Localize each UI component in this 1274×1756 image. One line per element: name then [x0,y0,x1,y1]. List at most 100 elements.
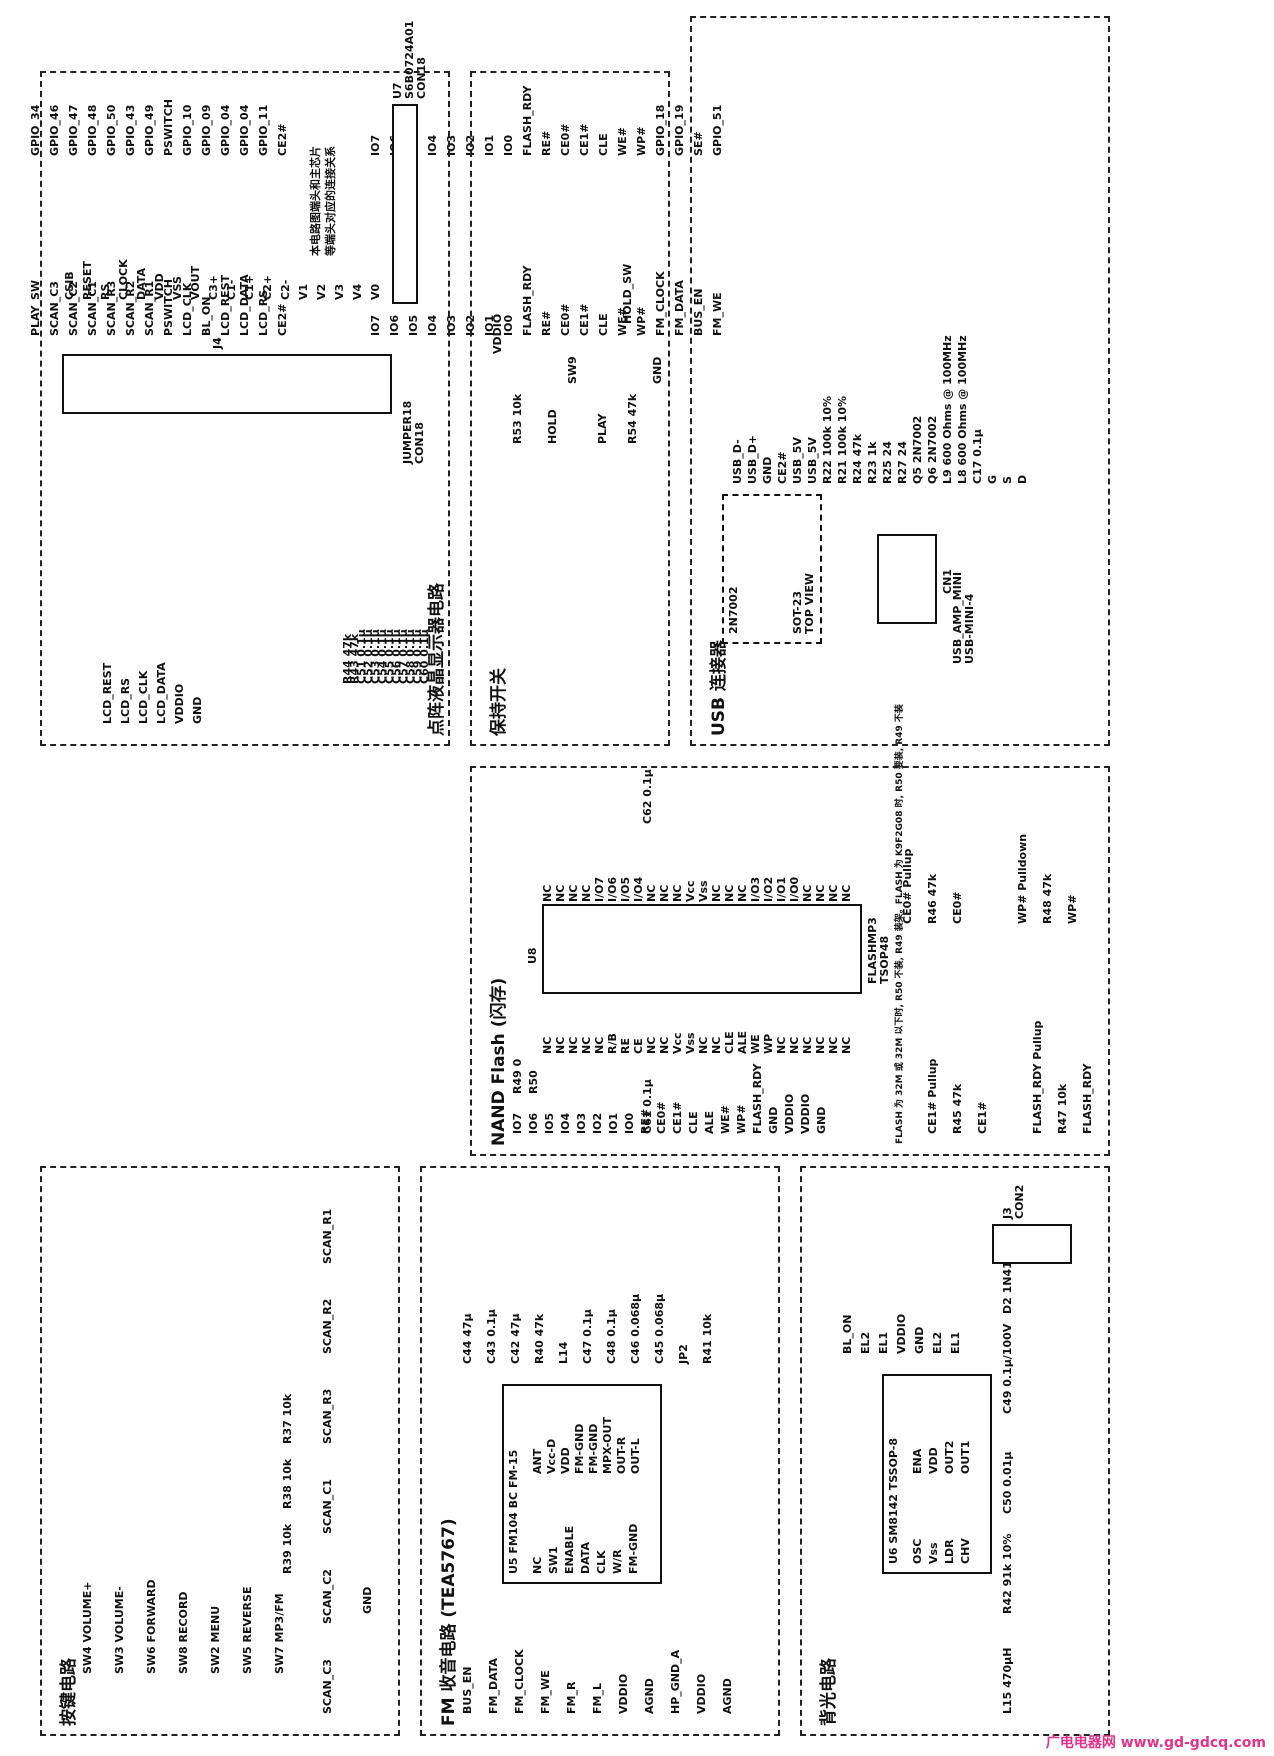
fm-right-pin: FM-GND [573,1423,586,1474]
backlight-signal: EL1 [877,1331,890,1354]
key-signal: SCAN_R1 [321,1208,334,1264]
nand-top-pin: NC [736,884,749,902]
lcd-pin-label: CLOCK [117,259,130,300]
nand-top-pin: NC [710,884,723,902]
usb-connector-pkg: USB-MINI-4 [963,593,976,664]
key-signal: SCAN_C2 [321,1569,334,1624]
hold-gnd: GND [651,356,664,384]
hold-label: HOLD [546,409,559,444]
key-switch: SW3 VOLUME- [113,1586,126,1674]
backlight-left-pin: OSC [911,1538,924,1564]
fm-part: C43 0.1μ [485,1309,498,1364]
fm-part: R40 47k [533,1313,546,1364]
nand-signal: CE0# [655,1101,668,1134]
nand-top-pin: NC [723,884,736,902]
fm-part: C47 0.1μ [581,1309,594,1364]
lcd-pin-label: C2+ [261,275,274,300]
usb-label: C17 0.1μ [971,429,984,484]
wp-pulldown-r: R48 47k [1041,873,1054,924]
backlight-signal: VDDIO [895,1313,908,1354]
lcd-pin-label: VDD [153,273,166,300]
fm-signal: VDDIO [695,1673,708,1714]
fm-right-pin: Vcc-D [545,1438,558,1474]
lcd-pin-label: C1+ [243,275,256,300]
backlight-connector-j3 [992,1224,1072,1264]
fm-signal: FM_DATA [487,1658,500,1714]
hold-r54: R54 47k [626,393,639,444]
backlight-part: C49 0.1μ/100V [1001,1323,1014,1414]
nand-top-pin: NC [541,884,554,902]
fm-right-pin: OUT-L [629,1438,642,1474]
usb-label: USB_5V [806,437,819,484]
lcd-pin-label: C3+ [207,275,220,300]
nand-c61: C61 0.1μ [641,1079,654,1134]
nand-top-pin: I/O7 [593,876,606,902]
lcd-pin-label: RESET [81,261,94,300]
lcd-signal: LCD_RS [119,677,132,724]
lcd-pin-label: V3 [333,283,346,300]
wp-pulldown-title: WP# Pulldown [1016,833,1029,924]
ce0-pullup-r: R46 47k [926,873,939,924]
fm-part: C46 0.068μ [629,1293,642,1364]
fm-signal: FM_R [565,1681,578,1714]
nand-signal: VDDIO [783,1093,796,1134]
lcd-pin-label: DATA [135,268,148,300]
usb-label: USB_D+ [746,434,759,484]
nand-top-pin: NC [671,884,684,902]
nand-top-pin: NC [645,884,658,902]
key-switch: SW2 MENU [209,1605,222,1674]
lcd-pin-label: RS [99,283,112,300]
nand-top-pin: NC [840,884,853,902]
lcd-signal: VDDIO [173,683,186,724]
lcd-part: C60 0.1μ [418,629,431,684]
play-label: PLAY [596,413,609,445]
fm-right-pin: OUT-R [615,1436,628,1474]
nand-signal: IO7 [511,1112,524,1134]
backlight-signal: GND [913,1326,926,1354]
lcd-pin-label: V1 [297,283,310,300]
key-resistor: R39 10k [281,1523,294,1574]
hold-block: 保持开关 SW9 HOLD_SW HOLD PLAY R53 10k R54 4… [470,71,670,746]
backlight-chip-name: U6 SM8142 TSSOP-8 [887,1437,900,1564]
nand-signal: CE1# [671,1101,684,1134]
fm-left-pin: NC [531,1556,544,1574]
fm-part: R41 10k [701,1313,714,1364]
lcd-pin-label: V4 [351,283,364,300]
backlight-left-pin: Vss [927,1542,940,1564]
nand-top-pin: NC [567,884,580,902]
backlight-signal: BL_ON [841,1314,854,1354]
keys-gnd: GND [361,1586,374,1614]
nand-top-pin: I/O6 [606,876,619,902]
nand-top-pin: NC [827,884,840,902]
backlight-signal: EL2 [859,1331,872,1354]
rdy-pullup-r: R47 10k [1056,1083,1069,1134]
backlight-right-pin: OUT2 [943,1440,956,1474]
nand-top-pin: I/O5 [619,876,632,902]
backlight-part: C50 0.01μ [1001,1451,1014,1514]
nand-signal: IO0 [623,1112,636,1134]
fm-right-pin: ANT [531,1448,544,1474]
nand-top-pin: I/O1 [775,876,788,902]
usb-pkg-view: TOP VIEW [803,573,816,634]
hold-r53: R53 10k [511,393,524,444]
nand-top-pin: NC [814,884,827,902]
nand-signal: VDDIO [799,1093,812,1134]
key-switch: SW7 MP3/FM [273,1593,286,1674]
usb-pkg-title: 2N7002 [727,586,740,634]
key-switch: SW5 REVERSE [241,1586,254,1674]
nand-signal: IO5 [543,1112,556,1134]
lcd-pin-label: VSS [171,276,184,300]
lcd-signal: GND [191,696,204,724]
usb-label: R23 1k [866,441,879,484]
